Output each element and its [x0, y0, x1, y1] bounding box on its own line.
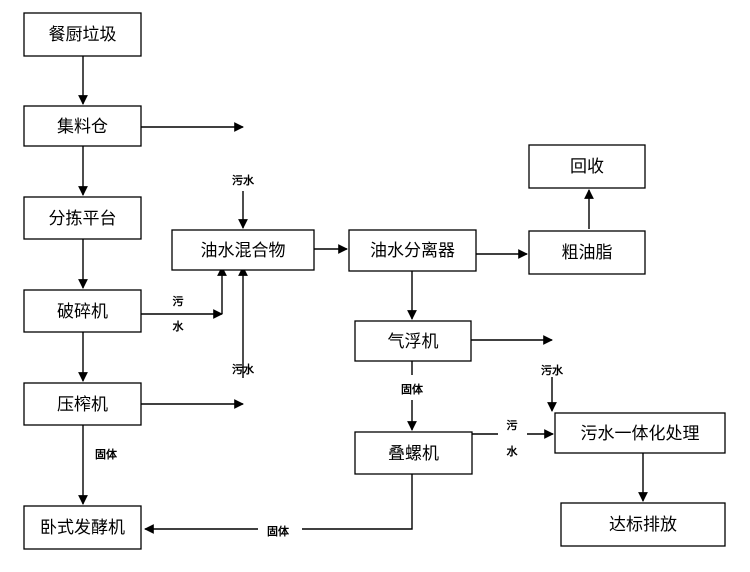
node-crusher: 破碎机: [23, 289, 142, 333]
label-sewage-bin: 污水: [232, 173, 255, 187]
label-solid-screw: 固体: [267, 524, 290, 538]
node-label-sorting-platform: 分拣平台: [49, 209, 117, 229]
node-box: [560, 502, 726, 547]
label-sewage-screw-top: 污: [507, 418, 518, 432]
node-collection-bin: 集料仓: [23, 105, 142, 147]
label-sewage-crusher-top: 污: [173, 294, 184, 308]
node-label-air-flotation: 气浮机: [388, 332, 439, 352]
node-box: [354, 431, 473, 475]
node-recovery: 回收: [528, 144, 646, 189]
node-box: [171, 229, 315, 271]
node-screw-press: 叠螺机: [354, 431, 473, 475]
node-label-oil-water-separator: 油水分离器: [370, 241, 455, 261]
nodes: 餐厨垃圾 集料仓 分拣平台 破碎机 压榨机 卧式发酵机 油水混合物 油水分离器: [23, 12, 726, 550]
label-sewage-crusher-bottom: 水: [173, 319, 185, 333]
node-box: [23, 196, 142, 240]
node-kitchen-waste: 餐厨垃圾: [23, 12, 142, 57]
line-screw-solid: [302, 474, 413, 530]
node-box: [528, 230, 646, 275]
node-label-oil-water-mixture: 油水混合物: [201, 241, 286, 261]
node-box: [23, 382, 142, 426]
node-label-crusher: 破碎机: [57, 302, 108, 322]
label-solid-press: 固体: [95, 447, 118, 461]
node-sewage-treatment: 污水一体化处理: [554, 412, 726, 454]
label-sewage-screw-bottom: 水: [507, 444, 519, 458]
node-crude-oil: 粗油脂: [528, 230, 646, 275]
node-press: 压榨机: [23, 382, 142, 426]
node-label-sewage-treatment: 污水一体化处理: [581, 424, 700, 444]
node-box: [348, 229, 477, 272]
node-box: [23, 505, 142, 550]
node-label-collection-bin: 集料仓: [57, 117, 108, 137]
node-box: [23, 289, 142, 333]
node-box: [528, 144, 646, 189]
connectors: [78, 56, 648, 534]
node-label-kitchen-waste: 餐厨垃圾: [49, 25, 117, 45]
node-box: [23, 105, 142, 147]
node-sorting-platform: 分拣平台: [23, 196, 142, 240]
label-sewage-flotation: 污水: [541, 363, 564, 377]
node-box: [554, 412, 726, 454]
node-label-press: 压榨机: [57, 395, 108, 415]
node-label-discharge: 达标排放: [609, 515, 677, 535]
label-solid-flotation: 固体: [401, 382, 424, 396]
node-oil-water-separator: 油水分离器: [348, 229, 477, 272]
node-air-flotation: 气浮机: [354, 320, 472, 362]
node-box: [354, 320, 472, 362]
node-oil-water-mixture: 油水混合物: [171, 229, 315, 271]
node-label-recovery: 回收: [570, 157, 604, 177]
node-discharge: 达标排放: [560, 502, 726, 547]
node-label-horizontal-fermenter: 卧式发酵机: [40, 518, 125, 538]
edge-labels: 污水 污 水 污水 固体 固体 污水 污 水 固体: [95, 173, 564, 538]
node-horizontal-fermenter: 卧式发酵机: [23, 505, 142, 550]
label-sewage-press: 污水: [232, 362, 255, 376]
node-label-screw-press: 叠螺机: [388, 444, 439, 464]
node-box: [23, 12, 142, 57]
node-label-crude-oil: 粗油脂: [562, 243, 613, 263]
